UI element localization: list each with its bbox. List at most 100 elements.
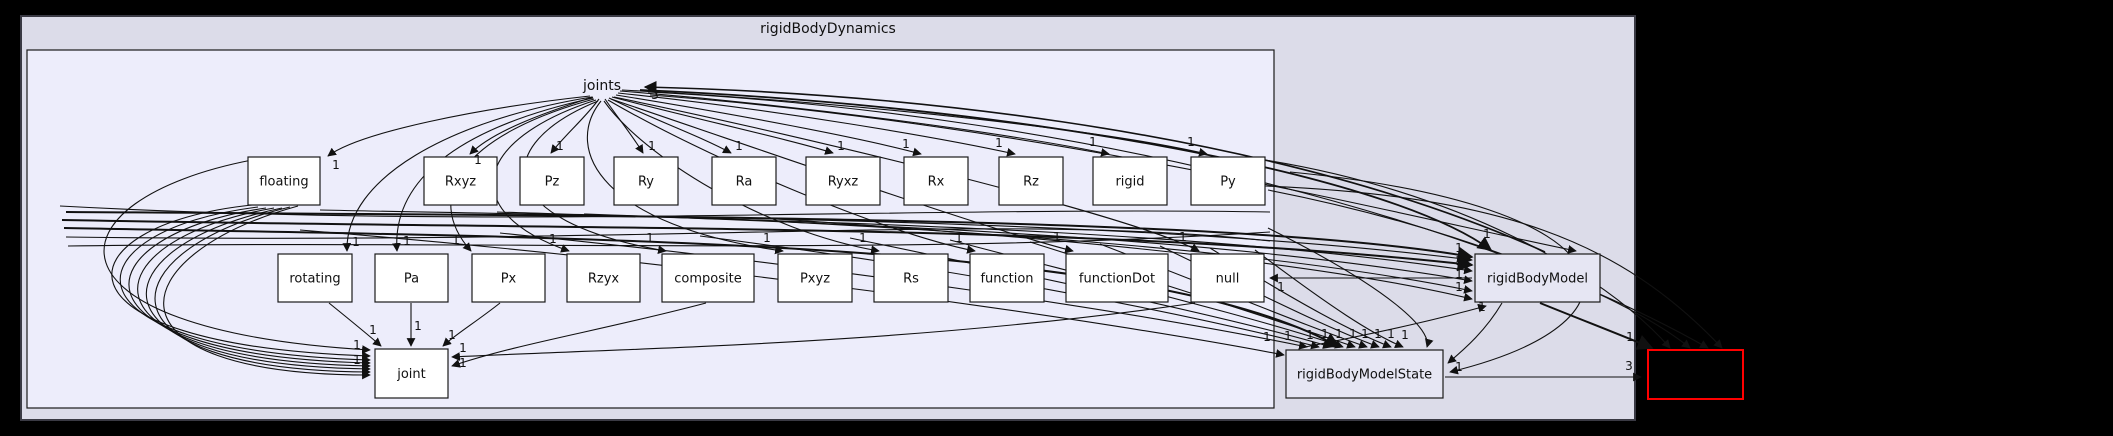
node-box-Ry[interactable] bbox=[613, 156, 679, 206]
dependency-edge bbox=[672, 215, 1473, 294]
node-rigid[interactable]: rigid bbox=[1092, 156, 1168, 206]
edge-multiplicity-label: 1 bbox=[1089, 135, 1097, 149]
node-box-rigidBodyModel[interactable] bbox=[1474, 253, 1601, 303]
node-label-Px: Px bbox=[501, 272, 517, 287]
node-rigidBodyModelState[interactable]: rigidBodyModelState bbox=[1285, 349, 1444, 399]
edge-multiplicity-label: 1 bbox=[459, 341, 467, 355]
edge-multiplicity-label: 1 bbox=[1306, 328, 1314, 342]
edge-multiplicity-label: 1 bbox=[1455, 360, 1463, 374]
node-box-Rz[interactable] bbox=[998, 156, 1064, 206]
node-Rzyx[interactable]: Rzyx bbox=[566, 253, 641, 303]
node-label-Rxyz: Rxyz bbox=[445, 175, 476, 190]
dependency-edge bbox=[607, 99, 976, 254]
node-Pxyz[interactable]: Pxyz bbox=[777, 253, 853, 303]
node-box-Ra[interactable] bbox=[711, 156, 777, 206]
node-box-Ryxz[interactable] bbox=[805, 156, 881, 206]
edge-multiplicity-label: 1 bbox=[459, 356, 467, 370]
node-label-floating: floating bbox=[259, 175, 308, 190]
node-box-rigidBodyModelState[interactable] bbox=[1285, 349, 1444, 399]
edge-multiplicity-label: 1 bbox=[1053, 230, 1061, 244]
dependency-edge bbox=[604, 98, 644, 154]
node-Rxyz[interactable]: Rxyz bbox=[423, 156, 498, 206]
node-Px[interactable]: Px bbox=[471, 253, 546, 303]
node-box-floating[interactable] bbox=[247, 156, 321, 206]
outer-cluster-label: rigidBodyDynamics bbox=[760, 21, 896, 37]
dependency-edge bbox=[643, 80, 1546, 253]
node-Pa[interactable]: Pa bbox=[374, 253, 449, 303]
dependency-edge bbox=[342, 96, 593, 252]
dependency-edge bbox=[128, 207, 371, 368]
node-box-rotating[interactable] bbox=[277, 253, 353, 303]
node-label-null: null bbox=[1216, 272, 1240, 287]
dependency-edge bbox=[1447, 302, 1503, 364]
edge-multiplicity-label: 1 bbox=[735, 139, 743, 153]
node-Rx[interactable]: Rx bbox=[903, 156, 969, 206]
dependency-edge bbox=[111, 204, 371, 361]
node-Rs[interactable]: Rs bbox=[873, 253, 949, 303]
node-Py[interactable]: Py bbox=[1190, 156, 1266, 206]
dependency-edge bbox=[137, 207, 371, 371]
node-null[interactable]: null bbox=[1190, 253, 1265, 303]
dependency-edge bbox=[103, 159, 371, 354]
node-Ry[interactable]: Ry bbox=[613, 156, 679, 206]
node-box-Py[interactable] bbox=[1190, 156, 1266, 206]
node-rigidBodyModel[interactable]: rigidBodyModel bbox=[1474, 253, 1601, 303]
node-function[interactable]: function bbox=[969, 253, 1045, 303]
node-box-Rzyx[interactable] bbox=[566, 253, 641, 303]
edge-multiplicity-label: 3 bbox=[1625, 359, 1633, 373]
dependency-edge bbox=[442, 302, 501, 347]
dependency-edge bbox=[617, 92, 1016, 157]
node-rotating[interactable]: rotating bbox=[277, 253, 353, 303]
edge-multiplicity-label: 1 bbox=[1349, 327, 1357, 341]
node-label-functionDot: functionDot bbox=[1079, 272, 1155, 287]
node-box-Rxyz[interactable] bbox=[423, 156, 498, 206]
node-box-truncated[interactable] bbox=[1647, 349, 1744, 400]
node-box-Pa[interactable] bbox=[374, 253, 449, 303]
node-joint[interactable]: joint bbox=[374, 348, 449, 399]
node-box-function[interactable] bbox=[969, 253, 1045, 303]
edge-multiplicity-label: 1 bbox=[1455, 267, 1463, 281]
node-box-joint[interactable] bbox=[374, 348, 449, 399]
node-box-Rx[interactable] bbox=[903, 156, 969, 206]
dependency-edge bbox=[1539, 302, 1654, 350]
edge-multiplicity-label: 1 bbox=[1263, 330, 1271, 344]
dependency-edge bbox=[608, 97, 732, 154]
dependency-edge bbox=[469, 96, 594, 155]
edge-multiplicity-label: 1 bbox=[995, 136, 1003, 150]
edge-multiplicity-label: 1 bbox=[452, 233, 460, 247]
edge-multiplicity-label: 1 bbox=[403, 234, 411, 248]
node-box-null[interactable] bbox=[1190, 253, 1265, 303]
edge-multiplicity-label: 1 bbox=[763, 231, 771, 245]
node-label-Ryxz: Ryxz bbox=[828, 175, 859, 190]
edge-multiplicity-label: 1 bbox=[1483, 227, 1491, 241]
edge-multiplicity-label: 1 bbox=[474, 153, 482, 167]
node-box-composite[interactable] bbox=[661, 253, 755, 303]
node-box-Rs[interactable] bbox=[873, 253, 949, 303]
edge-multiplicity-label: 1 bbox=[837, 139, 845, 153]
dependency-edge bbox=[647, 91, 1709, 349]
node-box-Pz[interactable] bbox=[519, 156, 585, 206]
node-box-Px[interactable] bbox=[471, 253, 546, 303]
edge-multiplicity-label: 1 bbox=[1361, 327, 1369, 341]
dependency-edge bbox=[1264, 185, 1723, 349]
node-box-rigid[interactable] bbox=[1092, 156, 1168, 206]
dependency-edge bbox=[154, 206, 371, 377]
node-truncated[interactable] bbox=[1647, 349, 1744, 400]
node-floating[interactable]: floating bbox=[247, 156, 321, 206]
node-composite[interactable]: composite bbox=[661, 253, 755, 303]
node-Ra[interactable]: Ra bbox=[711, 156, 777, 206]
node-box-Pxyz[interactable] bbox=[777, 253, 853, 303]
node-Rz[interactable]: Rz bbox=[998, 156, 1064, 206]
node-Pz[interactable]: Pz bbox=[519, 156, 585, 206]
edge-multiplicity-label: 1 bbox=[1626, 330, 1634, 344]
node-functionDot[interactable]: functionDot bbox=[1065, 253, 1169, 303]
inner-cluster-label-joints[interactable]: joints bbox=[582, 78, 621, 94]
node-box-functionDot[interactable] bbox=[1065, 253, 1169, 303]
edge-multiplicity-label: 1 bbox=[646, 231, 654, 245]
node-label-Py: Py bbox=[1220, 175, 1236, 190]
edge-multiplicity-label: 1 bbox=[1387, 327, 1395, 341]
node-Ryxz[interactable]: Ryxz bbox=[805, 156, 881, 206]
